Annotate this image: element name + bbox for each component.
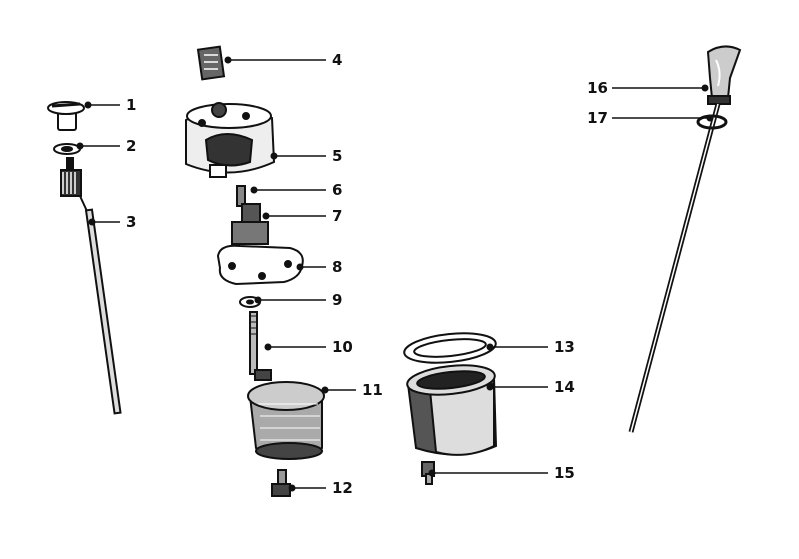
leader-dot <box>486 343 494 351</box>
leader-dot <box>296 263 304 271</box>
leader-dot <box>254 296 262 304</box>
leader-dot <box>428 469 436 477</box>
callout-number: 5 <box>332 147 342 165</box>
callout-number: 12 <box>332 479 353 497</box>
part-screw <box>271 469 291 497</box>
parts <box>47 45 742 497</box>
part-strainer <box>247 381 325 460</box>
leader-dot <box>288 484 296 492</box>
callout-number: 16 <box>587 79 608 97</box>
callout-3: 3 <box>88 213 136 231</box>
leader-dot <box>264 343 272 351</box>
callout-number: 11 <box>362 381 383 399</box>
part-drive-gear-shaft <box>60 157 122 415</box>
callout-number: 8 <box>332 258 342 276</box>
callout-number: 15 <box>554 464 575 482</box>
leader-dot <box>321 386 329 394</box>
leader-dot <box>88 218 96 226</box>
callout-number: 6 <box>332 181 342 199</box>
callout-8: 8 <box>296 258 342 276</box>
callout-10: 10 <box>264 338 353 356</box>
callout-6: 6 <box>250 181 342 199</box>
callout-number: 7 <box>332 207 342 225</box>
callout-12: 12 <box>288 479 353 497</box>
part-drive-block <box>196 45 226 81</box>
part-strainer-housing <box>406 364 498 456</box>
callout-14: 14 <box>486 378 575 396</box>
leader-dot <box>270 152 278 160</box>
callout-5: 5 <box>270 147 342 165</box>
part-pump-gear <box>231 203 269 245</box>
callout-13: 13 <box>486 338 575 356</box>
leader-dot <box>84 101 92 109</box>
callout-7: 7 <box>262 207 342 225</box>
part-filler-cap <box>47 101 85 131</box>
callout-9: 9 <box>254 291 342 309</box>
callout-15: 15 <box>428 464 575 482</box>
callout-17: 17 <box>587 109 714 127</box>
part-pump-body <box>185 102 276 178</box>
leader-dot <box>76 142 84 150</box>
callout-number: 13 <box>554 338 575 356</box>
callout-11: 11 <box>321 381 383 399</box>
leader-dot <box>486 383 494 391</box>
callout-4: 4 <box>224 51 342 69</box>
callout-16: 16 <box>587 79 709 97</box>
leader-dot <box>701 84 709 92</box>
leader-dot <box>250 186 258 194</box>
part-bolt <box>249 311 272 381</box>
callout-number: 10 <box>332 338 353 356</box>
callout-number: 1 <box>126 96 136 114</box>
leader-dot <box>262 212 270 220</box>
callout-number: 3 <box>126 213 136 231</box>
callout-number: 2 <box>126 137 136 155</box>
callout-number: 14 <box>554 378 575 396</box>
leader-dot <box>224 56 232 64</box>
callout-number: 17 <box>587 109 608 127</box>
callout-1: 1 <box>84 96 136 114</box>
leader-dot <box>706 114 714 122</box>
callout-2: 2 <box>76 137 136 155</box>
callout-number: 4 <box>332 51 342 69</box>
part-dipstick <box>628 45 742 433</box>
callout-number: 9 <box>332 291 342 309</box>
